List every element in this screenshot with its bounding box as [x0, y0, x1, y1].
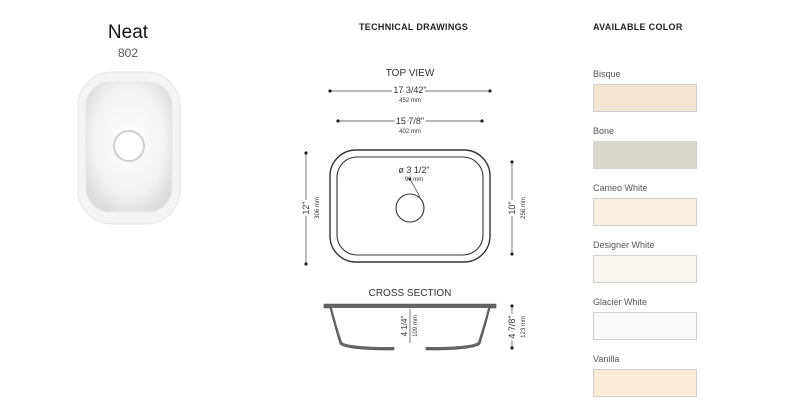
overall-height-mm: 123 mm — [521, 316, 527, 338]
drain-diameter-in: ø 3 1/2" — [398, 165, 429, 175]
drain-outline — [395, 193, 425, 223]
cross-section-title: CROSS SECTION — [369, 288, 452, 299]
color-swatch-glacier-white[interactable] — [593, 312, 697, 340]
color-swatch-vanilla[interactable] — [593, 369, 697, 397]
available-color-heading: AVAILABLE COLOR — [593, 22, 683, 32]
color-swatch-designer-white[interactable] — [593, 255, 697, 283]
sink-product-image — [77, 71, 181, 225]
product-code: 802 — [117, 46, 139, 60]
inner-depth-in: 10" — [507, 201, 517, 214]
inner-width-mm: 402 mm — [399, 129, 421, 135]
color-label-glacier-white: Glacier White — [593, 297, 648, 307]
bowl-depth-in: 4 1/4" — [400, 316, 409, 337]
overall-depth-in: 12" — [301, 201, 311, 214]
color-label-vanilla: Vanilla — [593, 354, 620, 364]
drain-hole — [113, 130, 145, 162]
color-swatch-cameo-white[interactable] — [593, 198, 697, 226]
product-name: Neat — [107, 22, 149, 43]
overall-width-mm: 452 mm — [399, 98, 421, 104]
bowl-depth-mm: 109 mm — [413, 315, 419, 337]
inner-depth-mm: 256 mm — [521, 197, 527, 219]
technical-drawings-heading: TECHNICAL DRAWINGS — [359, 22, 469, 32]
top-view-title: TOP VIEW — [386, 68, 435, 79]
overall-height-in: 4 7/8" — [507, 315, 517, 338]
color-swatch-bone[interactable] — [593, 141, 697, 169]
inner-width-in: 15 7/8" — [396, 116, 424, 126]
color-swatch-bisque[interactable] — [593, 84, 697, 112]
color-label-bisque: Bisque — [593, 69, 621, 79]
drain-diameter-mm: 90 mm — [405, 177, 423, 183]
color-label-designer-white: Designer White — [593, 240, 655, 250]
color-label-cameo-white: Cameo White — [593, 183, 648, 193]
overall-depth-mm: 306 mm — [315, 197, 321, 219]
color-label-bone: Bone — [593, 126, 615, 136]
overall-width-in: 17 3/42" — [393, 85, 426, 95]
technical-drawing: TOP VIEW 17 3/42" 452 mm 15 7/8" 402 mm … — [299, 68, 527, 351]
